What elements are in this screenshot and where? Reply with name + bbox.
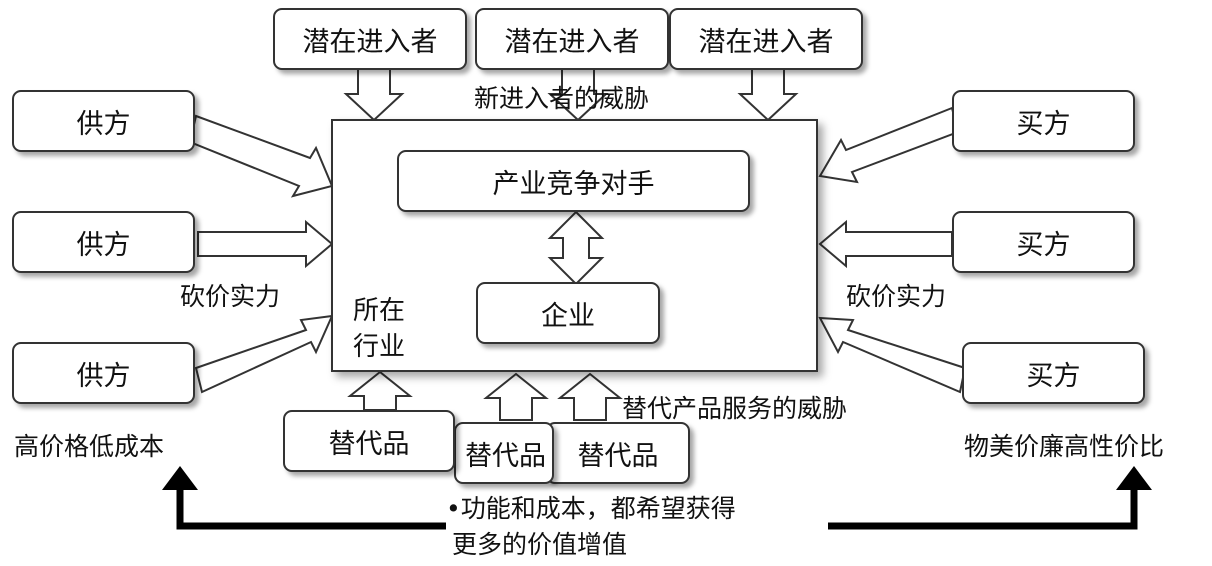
firm-box: 企业 [476,282,660,344]
substitute-box-2: 替代品 [454,422,554,484]
substitute-label: 替代品 [577,440,659,472]
supplier-arrow-1 [188,114,334,198]
entrant-arrow-1 [343,65,405,122]
entrant-box-3: 潜在进入者 [669,8,863,70]
supplier-box-3: 供方 [12,342,195,404]
buyer-box-3: 买方 [962,342,1145,404]
supplier-arrow-3 [194,314,334,394]
industry-label-line2: 行业 [353,332,406,362]
left-caption: 高价格低成本 [14,432,165,461]
bottom-text-line2: 更多的价值增值 [452,530,628,559]
buyer-label: 买方 [1016,108,1071,140]
supplier-label: 供方 [76,229,131,261]
supplier-label: 供方 [76,360,131,392]
industry-label-line1: 所在 [353,296,406,326]
rivals-box: 产业竞争对手 [397,150,750,212]
buyer-box-1: 买方 [952,90,1135,152]
entrant-box-1: 潜在进入者 [273,8,467,70]
entrant-arrow-3 [737,65,799,122]
entrant-label: 潜在进入者 [698,26,834,58]
value-arrow-right-head [1116,466,1152,490]
value-arrow-left-head [162,466,198,490]
right-caption: 物美价廉高性价比 [964,432,1165,461]
substitute-arrow-1 [347,370,413,411]
buyer-label: 买方 [1026,360,1081,392]
entrant-threat-label: 新进入者的威胁 [474,84,650,113]
substitute-box-1: 替代品 [283,410,455,472]
substitute-arrow-2 [483,372,549,421]
rivals-label: 产业竞争对手 [492,168,655,200]
substitute-box-3: 替代品 [546,422,690,484]
bargaining-label-right: 砍价实力 [846,282,947,311]
supplier-box-2: 供方 [12,211,195,273]
substitute-arrow-3 [557,372,623,421]
buyer-label: 买方 [1016,229,1071,261]
supplier-label: 供方 [76,108,131,140]
entrant-box-2: 潜在进入者 [475,8,669,70]
buyer-box-2: 买方 [952,211,1135,273]
firm-label: 企业 [541,300,595,332]
bottom-text-line1: •功能和成本，都希望获得 [446,494,736,523]
substitute-label: 替代品 [465,440,546,472]
value-arrow-left [176,486,446,530]
bargaining-label-left: 砍价实力 [180,282,281,311]
substitute-label: 替代品 [328,428,410,460]
substitute-threat-label: 替代产品服务的威胁 [622,394,848,423]
entrant-label: 潜在进入者 [504,26,640,58]
buyer-arrow-1 [818,106,960,184]
entrant-arrow-2 [547,65,609,122]
supplier-box-1: 供方 [12,90,195,152]
buyer-arrow-3 [818,316,967,394]
entrant-label: 潜在进入者 [302,26,438,58]
supplier-arrow-2 [197,219,334,269]
buyer-arrow-2 [818,219,953,269]
value-arrow-right [828,486,1138,530]
